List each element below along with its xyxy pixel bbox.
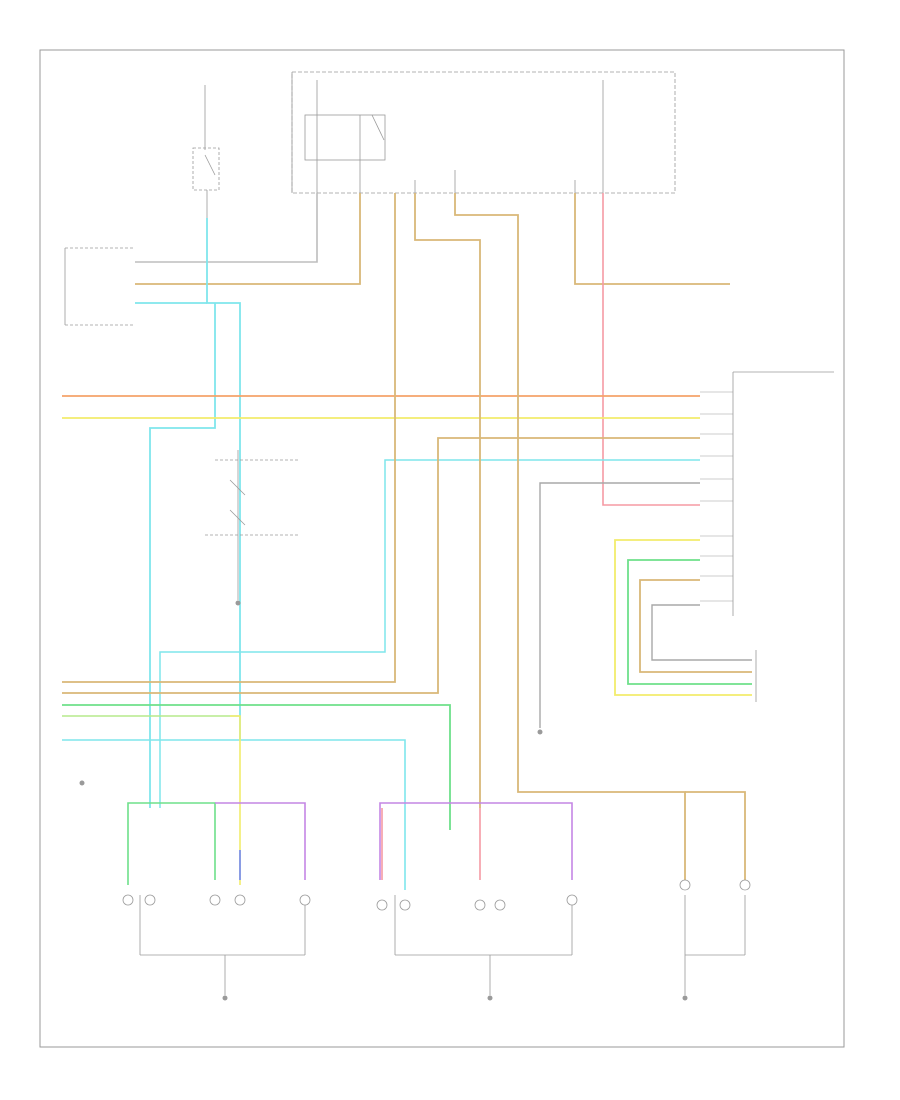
wire-gray-1 <box>135 193 318 263</box>
ground-icon <box>79 780 85 786</box>
wire-gray-2 <box>539 482 700 728</box>
body-control-module <box>64 247 135 326</box>
wire-purple-2 <box>379 802 573 880</box>
headlamp-switch <box>205 450 300 600</box>
wire-green-2 <box>127 802 216 885</box>
ground-icon <box>235 600 241 606</box>
wire-tan-6 <box>454 193 686 880</box>
left-rear-lamps <box>122 894 311 1001</box>
wire-tan-3 <box>62 437 700 694</box>
wire-tan-2 <box>574 193 730 285</box>
trailer-connector-pins <box>700 391 733 602</box>
wire-tan-7 <box>685 791 746 880</box>
wire-green-3 <box>627 559 752 685</box>
ground-icon <box>682 995 688 1001</box>
wire-green-1 <box>62 704 451 830</box>
wire-tan-8 <box>639 579 752 673</box>
stoplamp-switch <box>192 85 220 218</box>
wire-yellow-2 <box>230 715 241 885</box>
wire-cyan-1 <box>206 218 241 740</box>
wire-tan-5 <box>414 193 481 808</box>
wire-tan-1 <box>135 193 361 285</box>
wire-gray-3 <box>651 604 752 661</box>
license-lamps <box>679 879 751 1001</box>
wire-cyan-3 <box>149 303 216 808</box>
wire-yellow-3 <box>614 539 752 696</box>
fuse-block <box>291 71 676 194</box>
wire-purple-1 <box>215 802 306 880</box>
trailer-connector <box>732 371 834 702</box>
ground-icon <box>222 995 228 1001</box>
ground-icon <box>537 729 543 735</box>
ground-icon <box>487 995 493 1001</box>
right-rear-lamps <box>376 894 578 1001</box>
wire-cyan-5 <box>62 739 406 890</box>
wire-pink-1 <box>602 193 700 506</box>
wire-cyan-4 <box>159 459 700 808</box>
diagram-frame <box>39 49 845 1048</box>
wire-tan-4 <box>62 193 396 683</box>
